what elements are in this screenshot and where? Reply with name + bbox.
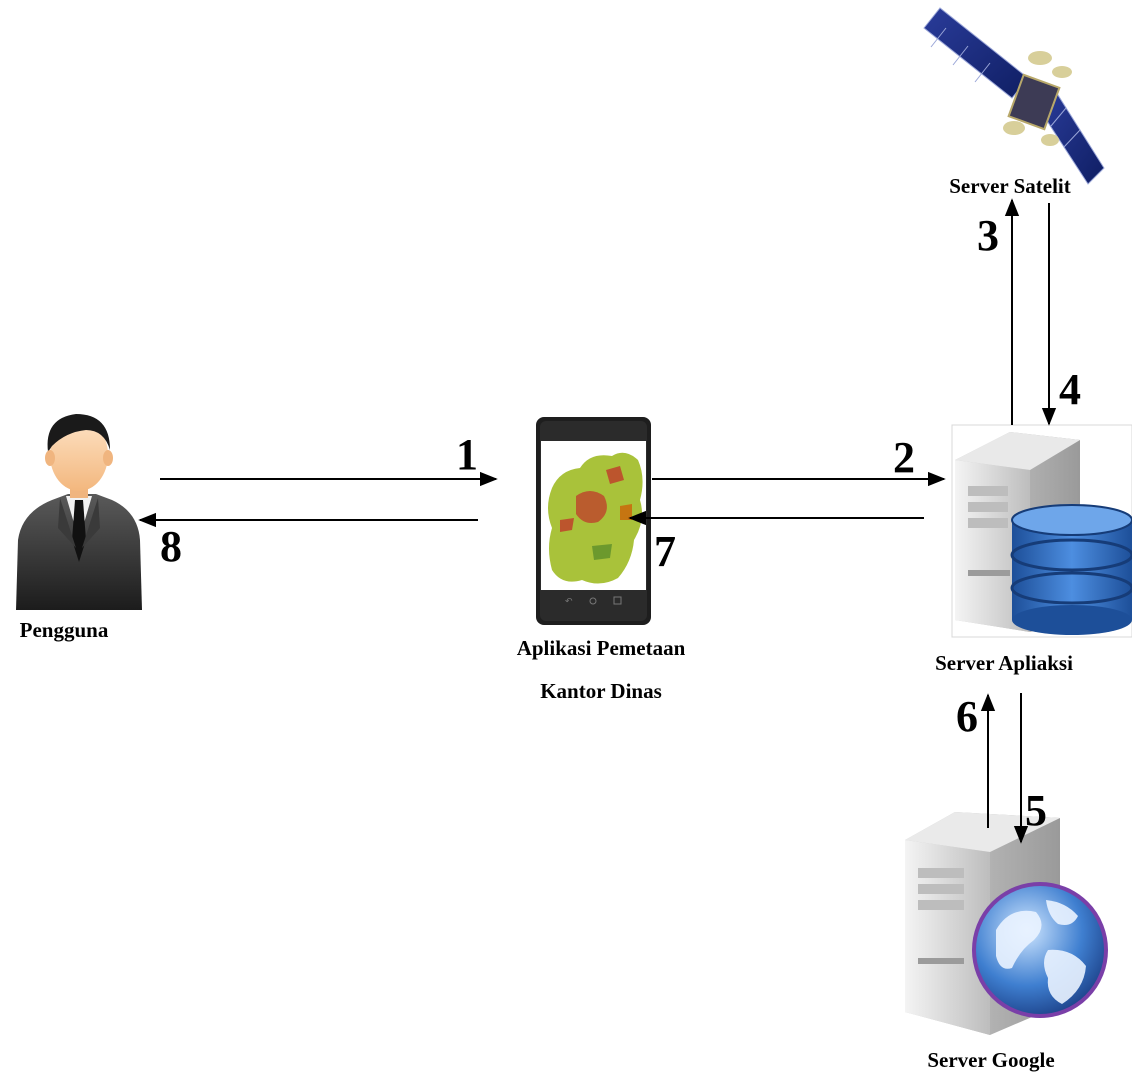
- smartphone-map-icon: ↶: [536, 417, 651, 625]
- app-server-label: Server Apliaksi: [935, 651, 1073, 675]
- step-number-3: 3: [977, 211, 999, 260]
- businessman-icon: [16, 414, 142, 610]
- satellite-icon: [923, 7, 1105, 185]
- step-number-6: 6: [956, 692, 978, 741]
- user-node: Pengguna: [16, 414, 142, 642]
- app-node: ↶ Aplikasi Pemetaan Kantor Dinas: [517, 417, 686, 703]
- satellite-node: Server Satelit: [923, 7, 1105, 198]
- step-number-8: 8: [160, 522, 182, 571]
- step-number-2: 2: [893, 433, 915, 482]
- app-label-line1: Aplikasi Pemetaan: [517, 636, 686, 660]
- user-label: Pengguna: [20, 618, 109, 642]
- step-number-7: 7: [654, 527, 676, 576]
- google-server-node: Server Google: [905, 812, 1108, 1072]
- server-globe-icon: [905, 812, 1108, 1035]
- satellite-label: Server Satelit: [949, 174, 1071, 198]
- google-server-label: Server Google: [927, 1048, 1054, 1072]
- server-database-icon: [955, 432, 1132, 635]
- step-number-5: 5: [1025, 786, 1047, 835]
- app-server-node: Server Apliaksi: [935, 424, 1132, 675]
- step-number-4: 4: [1059, 365, 1081, 414]
- app-label-line2: Kantor Dinas: [540, 679, 662, 703]
- svg-text:↶: ↶: [565, 597, 573, 607]
- step-number-1: 1: [456, 430, 478, 479]
